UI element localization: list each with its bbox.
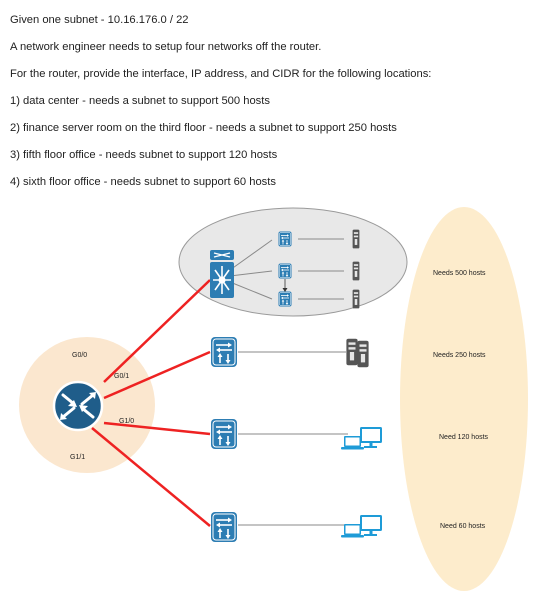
link-dc — [229, 281, 273, 300]
hosts-area — [400, 207, 528, 591]
host-label: Need 120 hosts — [439, 434, 489, 441]
computer-icon — [341, 515, 382, 538]
interface-label: G1/0 — [119, 418, 134, 425]
interface-label: G0/0 — [72, 352, 87, 359]
switch-icon — [278, 263, 292, 279]
switch-icon — [278, 291, 292, 307]
server-icon — [352, 229, 360, 249]
question-line: For the router, provide the interface, I… — [10, 68, 432, 80]
data-center-area — [178, 207, 408, 317]
host-label: Needs 500 hosts — [433, 270, 486, 277]
switch-icon — [278, 231, 292, 247]
interface-label: G1/1 — [70, 454, 85, 461]
multilayer-switch-icon — [210, 250, 234, 298]
switch-icon — [210, 511, 238, 543]
switch-icon — [210, 336, 238, 368]
switch-icon — [210, 418, 238, 450]
interface-label: G0/1 — [114, 373, 129, 380]
host-label: Needs 250 hosts — [433, 352, 486, 359]
router-icon — [52, 380, 104, 432]
question-line: 1) data center - needs a subnet to suppo… — [10, 95, 270, 107]
link-g0-1 — [103, 279, 211, 383]
computer-icon — [341, 427, 382, 450]
link-dc — [229, 270, 273, 277]
link-g1-0 — [103, 421, 211, 436]
link-dc — [229, 239, 273, 271]
question-line: 3) fifth floor office - needs subnet to … — [10, 149, 278, 161]
question-line: 2) finance server room on the third floo… — [10, 122, 397, 134]
question-line: Given one subnet - 10.16.176.0 / 22 — [10, 14, 189, 26]
question-line: A network engineer needs to setup four n… — [10, 41, 322, 53]
server-icon — [352, 261, 360, 281]
server-icon — [346, 338, 369, 368]
arrow-icon — [282, 288, 288, 292]
server-icon — [352, 289, 360, 309]
link-g0-1-switch — [103, 350, 211, 400]
question-line: 4) sixth floor office - needs subnet to … — [10, 176, 276, 188]
link-g1-1 — [91, 427, 211, 527]
host-label: Need 60 hosts — [440, 523, 486, 530]
